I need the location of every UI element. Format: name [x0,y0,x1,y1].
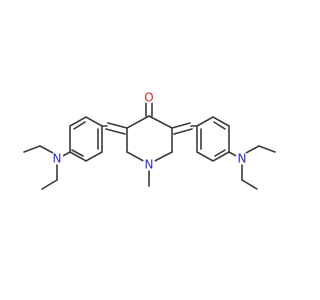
left-benzene-inner-2 [71,149,84,157]
atom-label-right-amine-nitrogen: N [235,151,249,166]
left-exocyclic-double-bond-a [107,122,128,129]
right-ethyl-1-ch2 [245,145,260,154]
atom-label-ring-nitrogen: N [142,157,156,172]
molecule-structure-diagram: O N N N [23,90,276,190]
left-ethyl-1-ch3 [23,145,41,153]
left-ethyl-2-ch3 [41,179,58,190]
left-ethyl-1-ch2 [39,145,54,154]
bond-c4-c5 [148,115,173,129]
bond-c4-c3 [126,115,150,129]
piperidinone-ring [126,115,173,165]
left-benzene-inner-3 [73,121,86,130]
right-benzene-inner-3 [214,149,226,157]
right-exocyclic-double-bond-a [171,122,191,129]
right-amine-nitrogen-label: N [238,152,247,166]
atom-label-oxygen: O [142,90,156,105]
atom-label-left-amine-nitrogen: N [50,151,64,166]
left-amine-nitrogen-label: N [53,152,62,166]
left-exocyclic-double-bond-b [105,128,126,135]
ring-nitrogen-label: N [145,158,154,172]
oxygen-label: O [144,91,153,105]
right-ethyl-2-ch3 [241,179,258,190]
left-benzylidene [23,116,128,190]
right-benzylidene [171,116,276,190]
right-benzene-inner-2 [213,121,226,130]
right-exocyclic-double-bond-b [173,128,193,135]
carbonyl-group [145,102,153,117]
right-ethyl-1-ch3 [258,145,276,153]
